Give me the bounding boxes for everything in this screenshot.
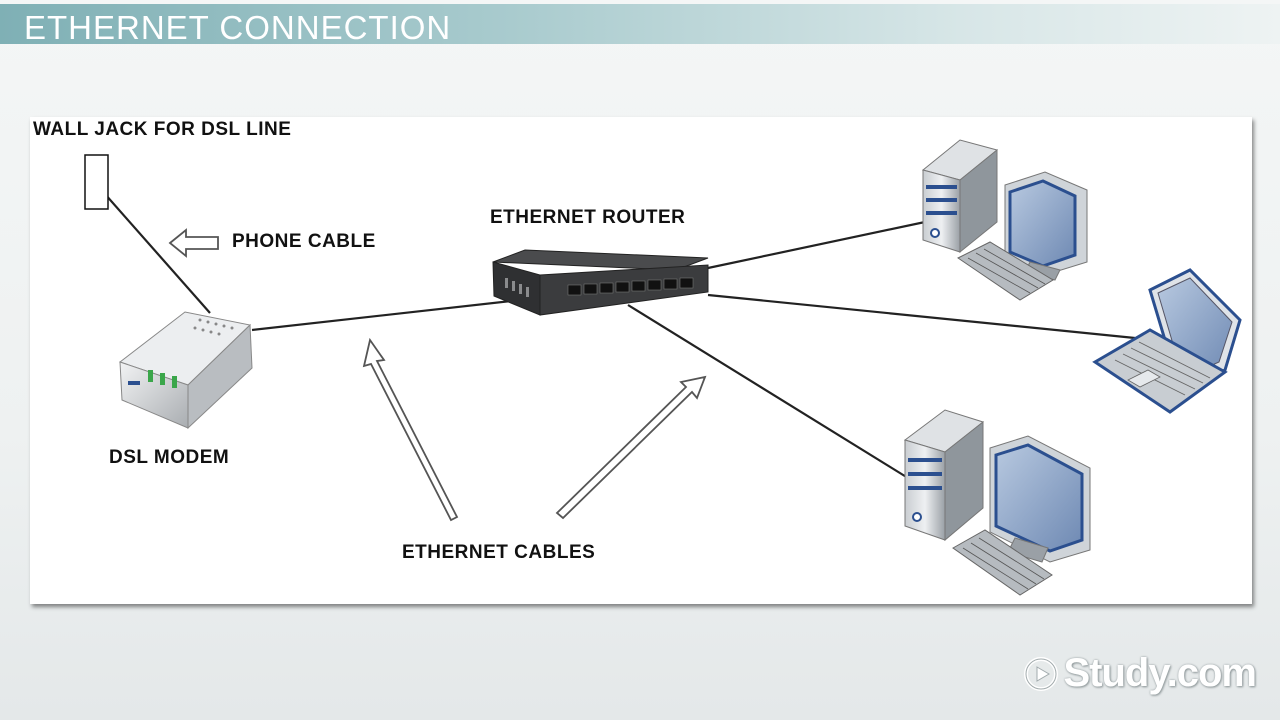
- wall-jack-icon: [84, 154, 109, 210]
- desktop-computer-top-icon: [921, 139, 1088, 301]
- cables-label: ETHERNET CABLES: [402, 542, 596, 563]
- wall-jack-label: WALL JACK FOR DSL LINE: [33, 119, 292, 140]
- cable-router-desktop-top: [707, 220, 926, 270]
- phone-cable-line: [96, 184, 211, 314]
- ethernet-cable-arrow-left-icon: [362, 337, 459, 522]
- ethernet-router-icon: [492, 249, 709, 316]
- modem-label: DSL MODEM: [109, 447, 230, 468]
- router-label: ETHERNET ROUTER: [490, 207, 686, 228]
- cables: [96, 184, 1136, 479]
- dsl-modem-icon: [118, 311, 253, 430]
- study-logo: Study.com: [1023, 651, 1257, 696]
- title-bar: ETHERNET CONNECTION: [0, 4, 1280, 46]
- cable-router-desktop-bottom: [627, 304, 909, 479]
- cable-modem-router: [251, 298, 521, 332]
- laptop-icon: [1092, 268, 1242, 414]
- cable-router-laptop: [707, 293, 1136, 340]
- phone-cable-label: PHONE CABLE: [232, 231, 376, 252]
- play-circle-icon: [1024, 656, 1059, 691]
- desktop-computer-bottom-icon: [903, 409, 1091, 596]
- page-title: ETHERNET CONNECTION: [24, 9, 452, 46]
- phone-cable-arrow-icon: [168, 228, 219, 258]
- ethernet-cable-arrow-right-icon: [555, 375, 707, 520]
- logo-text: Study.com: [1063, 651, 1257, 695]
